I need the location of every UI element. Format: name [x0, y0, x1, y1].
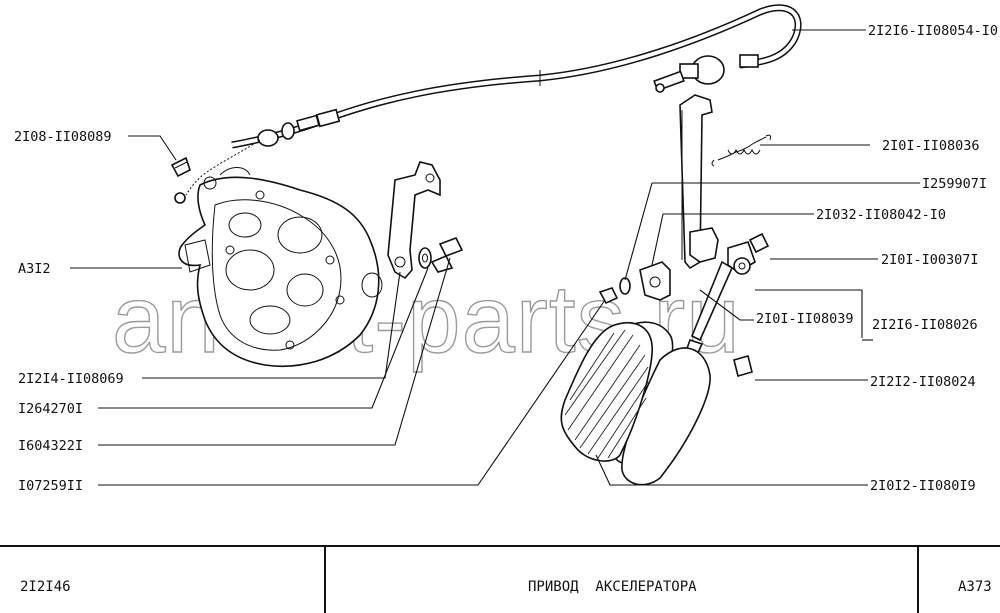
model-code: 2I2I46 — [20, 579, 71, 595]
title-block: 2I2I46 ПРИВОД АКСЕЛЕРАТОРА A373 — [0, 545, 1000, 613]
callout-1264270: I264270I — [18, 401, 83, 417]
washer-1264270 — [418, 247, 432, 269]
callout-21212-1108024: 2I2I2-II08024 — [870, 374, 976, 390]
callout-21012-1108019: 2I0I2-II080I9 — [870, 478, 976, 494]
callout-2101-1003017: 2I0I-I00307I — [881, 252, 979, 268]
cable-clip — [170, 156, 191, 178]
callout-2101-1108039: 2I0I-II08039 — [756, 311, 854, 327]
callout-1604322: I604322I — [18, 438, 83, 454]
return-spring — [711, 134, 771, 167]
nut-1072591 — [598, 277, 631, 305]
leader-lines — [70, 29, 920, 486]
callout-21214-1108069: 2I2I4-II08069 — [18, 371, 124, 387]
callout-labels: 2I2I6-II08054-I0 2I08-II08089 2I0I-II080… — [14, 23, 998, 494]
pedal-rubber-pad — [560, 321, 653, 462]
callout-1259907: I259907I — [922, 176, 987, 192]
pedal-lever — [679, 94, 713, 270]
carburetor-a312 — [178, 167, 383, 368]
callout-1072591: I07259II — [18, 478, 83, 494]
callout-a312: A3I2 — [18, 261, 51, 277]
clip-21212-1108024 — [733, 355, 753, 377]
drawing-title: ПРИВОД АКСЕЛЕРАТОРА — [528, 579, 697, 595]
cable-bracket — [387, 161, 441, 280]
callout-21216-1108054: 2I2I6-II08054-I0 — [868, 23, 998, 39]
accelerator-cable — [174, 4, 802, 204]
sheet-number: A373 — [958, 579, 992, 595]
pedal-pivot — [689, 227, 756, 275]
pedal-bracket — [639, 261, 671, 301]
callout-2101-1108036: 2I0I-II08036 — [882, 138, 980, 154]
callout-21032-1108042: 2I032-II08042-I0 — [816, 207, 946, 223]
callout-2108-1108089: 2I08-II08089 — [14, 129, 112, 145]
bushing-2101-1003017 — [748, 232, 770, 254]
callout-21216-1108026: 2I2I6-II08026 — [872, 317, 978, 333]
